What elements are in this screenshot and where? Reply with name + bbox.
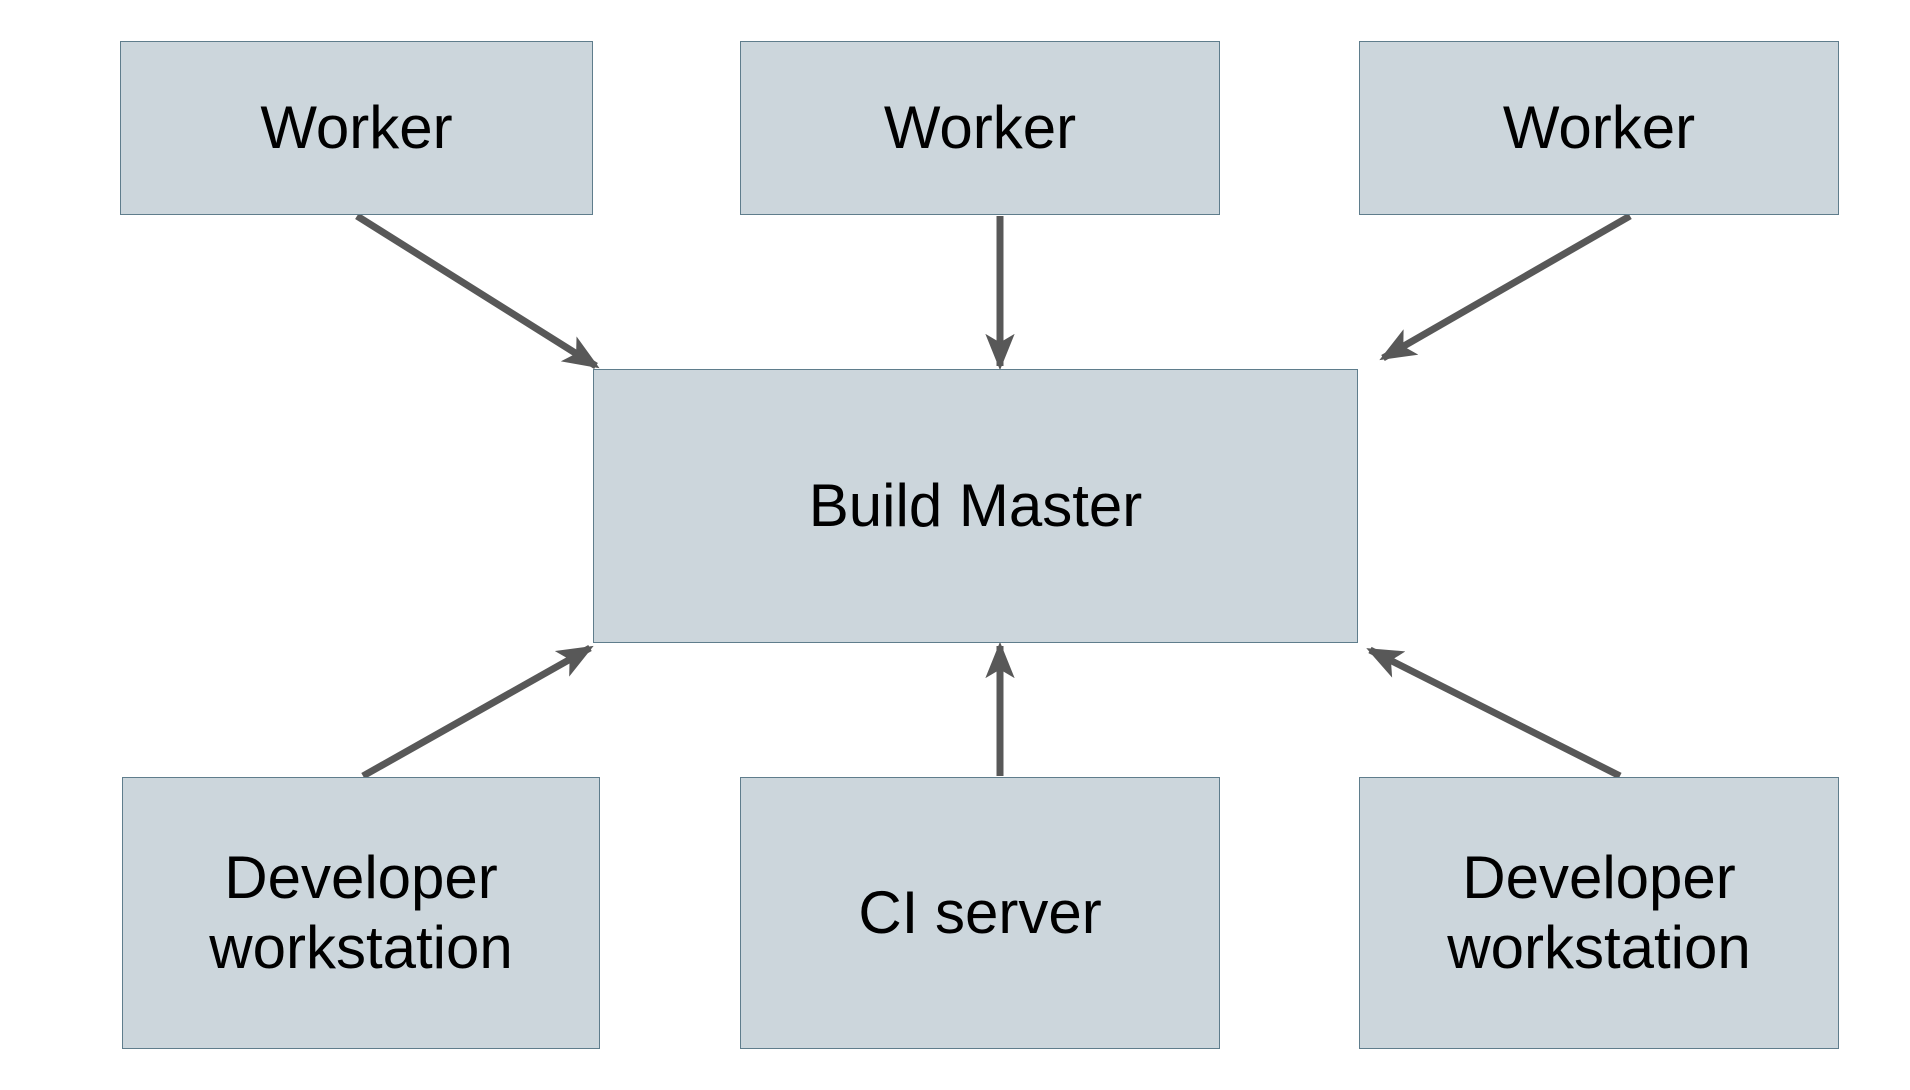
node-worker-2-label: Worker bbox=[883, 94, 1077, 162]
edge-dev-workstation-1-to-build-master bbox=[361, 644, 594, 780]
node-ci-server-label: CI server bbox=[858, 879, 1102, 947]
node-ci-server[interactable]: CI server bbox=[740, 777, 1220, 1049]
edge-dev-workstation-2-to-build-master bbox=[1366, 646, 1622, 780]
node-developer-workstation-2-label: Developer workstation bbox=[1447, 844, 1751, 981]
edge-worker-3-to-build-master bbox=[1379, 212, 1632, 362]
node-build-master[interactable]: Build Master bbox=[593, 369, 1358, 643]
node-worker-3-label: Worker bbox=[1502, 94, 1696, 162]
node-build-master-label: Build Master bbox=[808, 472, 1143, 540]
node-developer-workstation-2[interactable]: Developer workstation bbox=[1359, 777, 1839, 1049]
node-developer-workstation-1[interactable]: Developer workstation bbox=[122, 777, 600, 1049]
node-worker-1-label: Worker bbox=[260, 94, 453, 162]
node-worker-1[interactable]: Worker bbox=[120, 41, 593, 215]
edge-worker-1-to-build-master bbox=[355, 213, 600, 369]
node-worker-3[interactable]: Worker bbox=[1359, 41, 1839, 215]
node-worker-2[interactable]: Worker bbox=[740, 41, 1220, 215]
node-developer-workstation-1-label: Developer workstation bbox=[209, 844, 513, 981]
